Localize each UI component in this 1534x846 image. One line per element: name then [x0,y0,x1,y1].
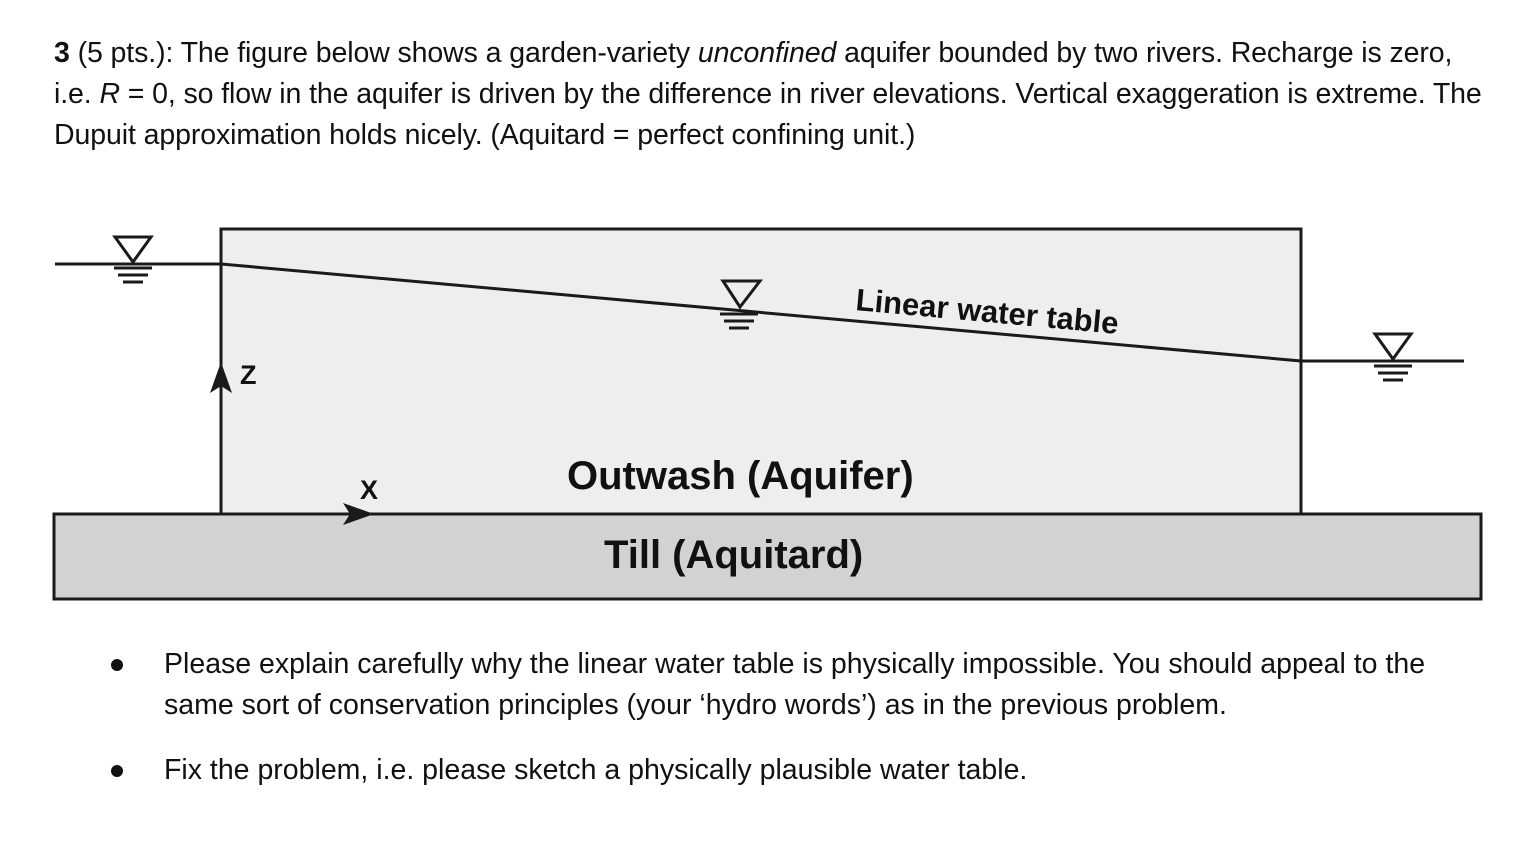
aquitard-block [52,512,1483,601]
bullet-icon [111,659,123,671]
x-axis-label: X [360,475,378,505]
problem-number: 3 [54,37,70,69]
water-level-icon [720,279,764,330]
problem-points: (5 pts.): [77,37,174,69]
z-axis-label: Z [240,360,257,390]
x-axis-arrow [221,503,374,525]
aquitard-label: Till (Aquitard) [604,533,863,577]
variable-R: R [99,78,120,110]
problem-text-3: = 0, so flow in the aquifer is driven by… [54,78,1482,151]
bullet-icon [111,765,123,777]
question-text: Please explain carefully why the linear … [164,648,1426,721]
water-level-icon [1372,332,1414,382]
aquifer-label: Outwash (Aquifer) [567,454,914,498]
problem-text-1: The figure below shows a garden-variety [173,37,698,69]
emphasis-unconfined: unconfined [697,37,837,69]
linear-water-table [220,262,1302,363]
water-level-icon [112,235,154,284]
aquifer-block [219,227,1303,516]
problem-text-2: aquifer bounded by two rivers. Recharge … [54,37,1453,110]
question-text: Fix the problem, i.e. please sketch a ph… [164,754,1028,786]
z-axis-arrow [210,362,232,393]
problem-statement: 3 (5 pts.): The figure below shows a gar… [54,33,1494,156]
